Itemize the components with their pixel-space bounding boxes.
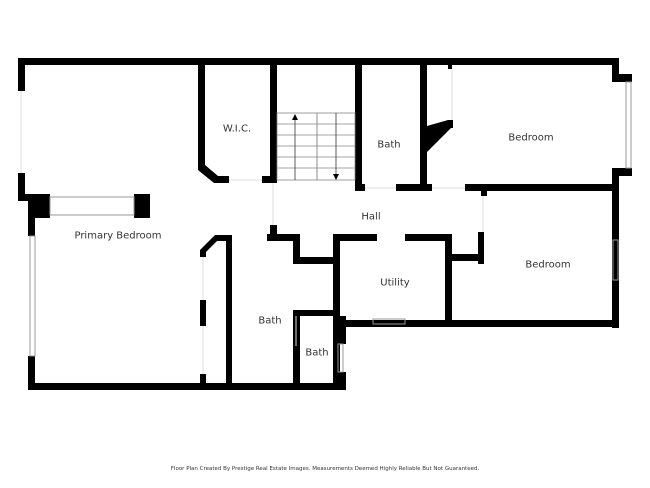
room-label-utility: Utility (380, 277, 410, 289)
room-label-bath-upper: Bath (377, 139, 401, 151)
door-openings (20, 69, 484, 374)
room-label-wic: W.I.C. (222, 123, 252, 135)
footer-disclaimer: Floor Plan Created By Prestige Real Esta… (170, 466, 480, 472)
room-label-bedroom-lower: Bedroom (525, 259, 571, 271)
room-label-bath-small: Bath (305, 347, 329, 359)
stair-up-arrow-icon (292, 114, 298, 120)
walls (18, 58, 632, 390)
staircase (276, 112, 356, 181)
windows (29, 81, 632, 373)
stair-down-arrow-icon (333, 174, 339, 180)
room-label-hall: Hall (361, 211, 381, 223)
room-label-bedroom-upper: Bedroom (508, 132, 554, 144)
room-label-bath-primary: Bath (258, 315, 282, 327)
room-label-primary-bedroom: Primary Bedroom (74, 230, 162, 242)
